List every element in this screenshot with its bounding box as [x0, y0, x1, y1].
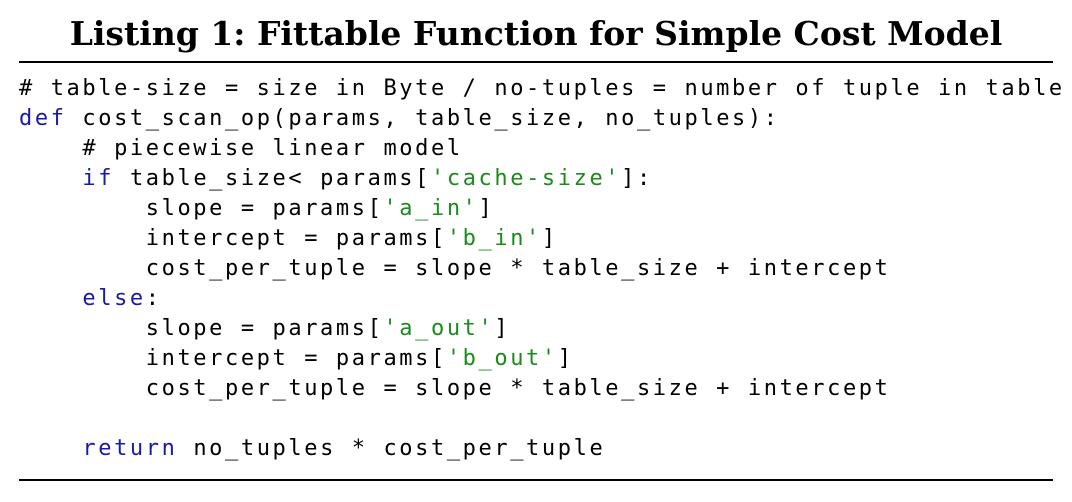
code-token-plain: [19, 436, 82, 461]
code-line: # piecewise linear model: [19, 134, 1053, 164]
code-line: return no_tuples * cost_per_tuple: [19, 434, 1053, 464]
code-line: slope = params['a_out']: [19, 314, 1053, 344]
code-line: [19, 404, 1053, 434]
code-token-string: 'a_in': [383, 196, 479, 221]
code-token-plain: [19, 166, 82, 191]
code-token-plain: intercept = params[: [19, 346, 447, 371]
code-token-plain: cost_per_tuple = slope * table_size + in…: [19, 376, 891, 401]
code-line: cost_per_tuple = slope * table_size + in…: [19, 254, 1053, 284]
code-token-plain: cost_per_tuple = slope * table_size + in…: [19, 256, 891, 281]
code-token-plain: :: [145, 286, 162, 311]
code-token-keyword: def: [19, 106, 67, 131]
code-line: else:: [19, 284, 1053, 314]
code-token-keyword: else: [82, 286, 146, 311]
code-line: intercept = params['b_out']: [19, 344, 1053, 374]
code-line: slope = params['a_in']: [19, 194, 1053, 224]
bottom-rule: [19, 479, 1053, 481]
code-token-plain: ]: [557, 346, 574, 371]
listing-caption: Listing 1: Fittable Function for Simple …: [69, 14, 1003, 53]
code-token-plain: no_tuples * cost_per_tuple: [177, 436, 606, 461]
code-token-plain: ]:: [621, 166, 653, 191]
code-token-plain: intercept = params[: [19, 226, 447, 251]
code-token-plain: ]: [494, 316, 511, 341]
code-line: cost_per_tuple = slope * table_size + in…: [19, 374, 1053, 404]
code-token-keyword: if: [82, 166, 115, 191]
code-token-plain: table_size< params[: [114, 166, 431, 191]
code-token-plain: slope = params[: [19, 316, 384, 341]
code-token-string: 'a_out': [383, 316, 495, 341]
code-token-plain: cost_scan_op(params, table_size, no_tupl…: [66, 106, 780, 131]
code-listing: # table-size = size in Byte / no-tuples …: [19, 74, 1062, 464]
code-token-plain: slope = params[: [19, 196, 384, 221]
code-token-comment: # piecewise linear model: [19, 136, 463, 161]
code-token-keyword: return: [82, 436, 178, 461]
code-token-plain: ]: [478, 196, 495, 221]
code-token-comment: # table-size = size in Byte / no-tuples …: [19, 76, 1065, 101]
code-line: def cost_scan_op(params, table_size, no_…: [19, 104, 1053, 134]
code-token-string: 'cache-size': [431, 166, 622, 191]
code-line: # table-size = size in Byte / no-tuples …: [19, 74, 1062, 104]
code-line: if table_size< params['cache-size']:: [19, 164, 1053, 194]
code-token-plain: ]: [541, 226, 558, 251]
code-token-string: 'b_in': [446, 226, 542, 251]
code-token-plain: [19, 286, 82, 311]
code-token-string: 'b_out': [446, 346, 558, 371]
code-line: intercept = params['b_in']: [19, 224, 1053, 254]
top-rule: [19, 61, 1053, 63]
